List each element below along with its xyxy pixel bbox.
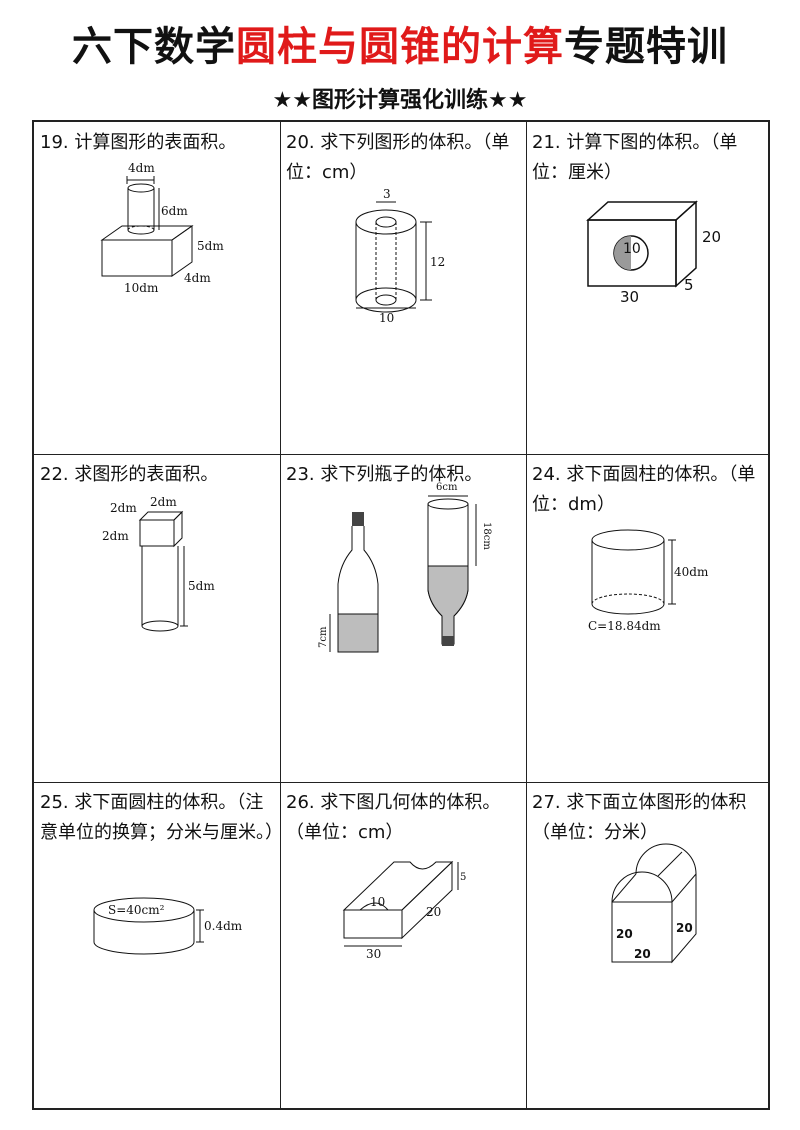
label-outer-diameter: 10 <box>379 311 394 325</box>
figure-cube-on-cylinder: 2dm 2dm 2dm 5dm <box>102 495 215 632</box>
figure-half-cylinder-on-cube: 20 20 20 <box>611 843 697 964</box>
figure-box-with-hole: 10 20 30 5 <box>586 200 721 306</box>
label-cylinder-height: 5dm <box>188 579 215 593</box>
page-title: 六下数学圆柱与圆锥的计算专题特训 <box>72 24 728 70</box>
figure-hollow-cylinder: 3 12 10 <box>355 187 445 325</box>
label-bottle-diameter: 6cm <box>436 482 458 493</box>
problem-21: 21. 计算下图的体积。（单位：厘米） 10 20 30 5 <box>526 122 772 454</box>
label-depth: 5 <box>684 276 694 294</box>
label-groove-diameter: 10 <box>370 895 385 909</box>
label-height: 20 <box>702 228 721 246</box>
label-empty-height: 18cm <box>481 522 492 550</box>
problem-27: 27. 求下面立体图形的体积（单位：分米） 20 20 20 <box>526 782 772 1110</box>
label-box-height: 5dm <box>197 239 224 253</box>
label-box-width: 10dm <box>124 281 159 295</box>
problem-text: 27. 求下面立体图形的体积（单位：分米） <box>532 792 747 843</box>
problem-24: 24. 求下面圆柱的体积。（单位：dm） 40dm C=18.84dm <box>526 454 772 782</box>
page-subtitle: ★★图形计算强化训练★★ <box>272 88 528 113</box>
problem-19: 19. 计算图形的表面积。 4dm 6dm 5dm 4dm 10dm <box>34 122 280 454</box>
figure-cylinder-on-box: 4dm 6dm 5dm 4dm 10dm <box>100 161 224 295</box>
label-base-area: S=40cm² <box>108 903 165 917</box>
figure-grooved-block: 10 5 20 30 <box>342 860 466 961</box>
label-cube-edge-3: 2dm <box>102 529 129 543</box>
problem-23: 23. 求下列瓶子的体积。 7cm 6cm 18cm <box>280 454 526 782</box>
problem-text: 24. 求下面圆柱的体积。（单位：dm） <box>532 464 756 515</box>
label-height: 5 <box>460 872 466 883</box>
problem-22: 22. 求图形的表面积。 2dm 2dm 2dm 5dm <box>34 454 280 782</box>
problem-20: 20. 求下列图形的体积。（单位：cm） 3 12 10 <box>280 122 526 454</box>
label-front-height: 20 <box>616 927 633 941</box>
label-top-diameter: 4dm <box>128 161 155 175</box>
label-width: 30 <box>620 288 639 306</box>
problem-grid: 19. 计算图形的表面积。 4dm 6dm 5dm 4dm 10dm 20. 求… <box>32 120 770 1110</box>
label-height: 12 <box>430 255 445 269</box>
label-front-width: 20 <box>634 947 651 961</box>
label-depth: 20 <box>426 905 441 919</box>
label-width: 30 <box>366 947 381 961</box>
label-cylinder-height: 6dm <box>161 204 188 218</box>
label-inner-diameter: 3 <box>383 187 391 201</box>
problem-text: 20. 求下列图形的体积。（单位：cm） <box>286 132 510 183</box>
label-side-depth: 20 <box>676 921 693 935</box>
problem-text: 23. 求下列瓶子的体积。 <box>286 464 483 485</box>
label-height: 0.4dm <box>204 919 243 933</box>
figure-cylinder: 40dm C=18.84dm <box>588 529 709 633</box>
problem-text: 22. 求图形的表面积。 <box>40 464 219 485</box>
label-circumference: C=18.84dm <box>588 619 661 633</box>
label-cube-edge-1: 2dm <box>110 501 137 515</box>
label-water-height: 7cm <box>318 626 329 648</box>
figure-bottles: 7cm 6cm 18cm <box>318 482 492 653</box>
problem-text: 19. 计算图形的表面积。 <box>40 132 237 153</box>
problem-26: 26. 求下图几何体的体积。（单位：cm） 10 5 20 30 <box>280 782 526 1110</box>
label-circle-diameter: 10 <box>623 241 641 257</box>
problem-text: 26. 求下图几何体的体积。（单位：cm） <box>286 792 501 843</box>
label-box-depth: 4dm <box>184 271 211 285</box>
figure-flat-cylinder: S=40cm² 0.4dm <box>93 897 243 955</box>
problem-25: 25. 求下面圆柱的体积。（注意单位的换算；分米与厘米。） S=40cm² 0.… <box>34 782 283 1110</box>
label-cube-edge-2: 2dm <box>150 495 177 509</box>
label-height: 40dm <box>674 565 709 579</box>
problem-text: 21. 计算下图的体积。（单位：厘米） <box>532 132 738 183</box>
problem-text: 25. 求下面圆柱的体积。（注意单位的换算；分米与厘米。） <box>40 792 283 843</box>
